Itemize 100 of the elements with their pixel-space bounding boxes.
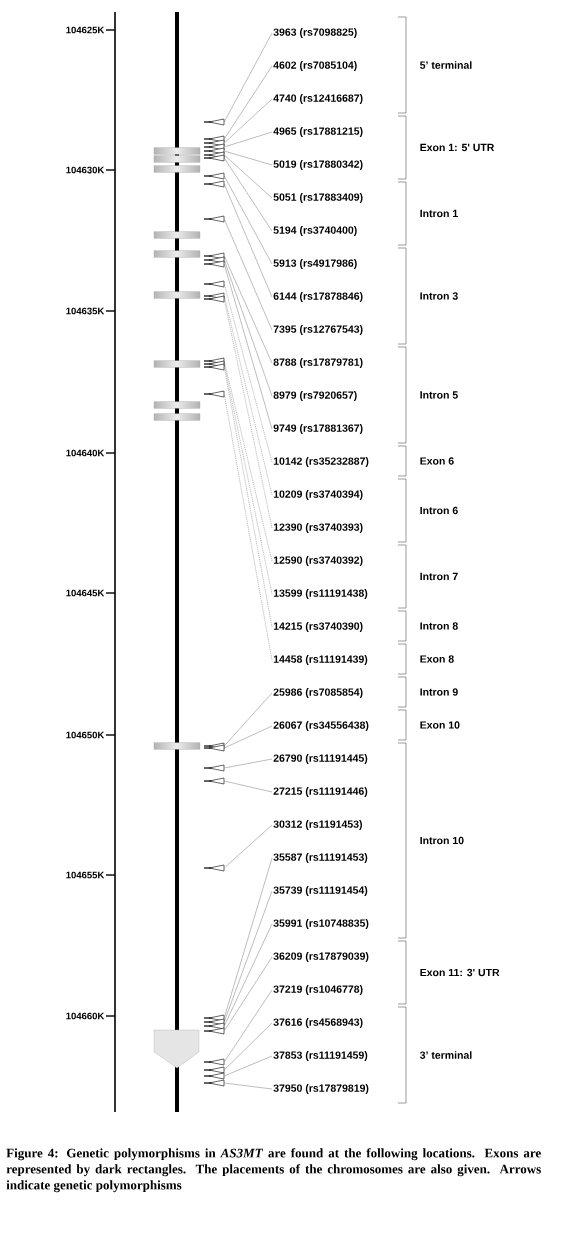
region-label: Intron 7 [420,572,458,581]
leader-line [224,295,273,496]
axis-label: 104630K [66,166,105,174]
polymorphism-arrow [203,215,225,223]
leader-line [224,154,273,199]
leader-line [224,283,273,463]
snp-label: 5019 (rs17880342) [273,160,363,170]
leader-line [224,175,273,265]
snp-label: 37616 (rs4568943) [273,1018,363,1028]
polymorphism-arrow [203,260,225,268]
snp-label: 27215 (rs11191446) [273,787,368,797]
region-label: Exon 8 [420,655,454,663]
polymorphism-arrow [203,777,225,785]
snp-label: 5913 (rs4917986) [273,259,357,269]
snp-label: 7395 (rs12767543) [273,325,363,335]
snp-label: 14215 (rs3740390) [273,622,363,632]
axis-label: 104635K [66,307,105,315]
polymorphism-arrow [203,1066,225,1074]
snp-label: 5051 (rs17883409) [273,193,363,203]
snp-label: 10209 (rs3740394) [273,490,363,500]
axis-label: 104625K [66,26,105,34]
leader-line [224,824,273,869]
leader-line [224,98,273,144]
polymorphism-arrow [203,252,225,260]
snp-label: 5194 (rs3740400) [273,226,357,236]
snp-label: 36209 (rs17879039) [273,952,369,962]
axis-label: 104655K [66,871,105,879]
snp-label: 9749 (rs17881367) [273,424,363,434]
region-label: Intron 9 [420,688,458,696]
leader-line [224,218,273,331]
region-label: Intron 6 [420,506,458,515]
polymorphism-arrow [203,1058,225,1066]
leader-line [224,32,273,123]
leader-line [224,890,273,1023]
polymorphism-arrow [203,180,225,188]
polymorphism-arrow [203,256,225,264]
region-label: 5’ terminal [420,61,472,69]
snp-label: 12390 (rs3740393) [273,523,363,533]
polymorphism-arrow [203,764,225,772]
snp-label: 37219 (rs1046778) [273,985,363,995]
axis-label: 104660K [66,1012,105,1020]
region-label: Intron 8 [420,622,458,630]
leader-line [224,780,273,793]
leader-line [224,758,273,769]
polymorphism-arrow [203,280,225,288]
snp-label: 25986 (rs7085854) [273,688,363,698]
snp-label: 4602 (rs7085104) [273,61,357,71]
snp-label: 14458 (rs11191439) [273,655,368,665]
figure-caption: Figure 4: Genetic polymorphisms in AS3MT are found at the following locations. Exons are represented by dark rectangles. The placements of the chromosomes are also given. Arrows indicate genetic polymorphisms [6,1148,541,1193]
axis-label: 104645K [66,589,105,597]
polymorphism-arrow [203,1018,225,1026]
snp-label: 37853 (rs11191459) [273,1051,368,1061]
leader-line [224,183,273,298]
leader-line [224,255,273,364]
polymorphism-arrow [203,172,225,180]
leader-line [224,692,273,747]
polymorphism-arrow [203,1072,225,1080]
leader-line [224,1055,273,1077]
leader-line [224,923,273,1027]
polymorphism-arrow [203,295,225,303]
snp-label: 13599 (rs11191438) [273,589,368,599]
leader-line [224,150,273,166]
snp-label: 35991 (rs10748835) [273,919,369,929]
leader-line [224,956,273,1032]
leader-line [224,263,273,430]
snp-label: 35739 (rs11191454) [273,886,368,896]
leader-line [224,989,273,1063]
polymorphism-arrow [203,1027,225,1035]
leader-line [224,360,273,562]
snp-label: 6144 (rs17878846) [273,292,363,302]
snp-label: 10142 (rs35232887) [273,457,369,467]
region-label: Exon 1: 5' UTR [420,143,495,152]
polymorphism-arrow [203,143,225,151]
region-label: Intron 3 [420,292,458,300]
region-label: Exon 6 [420,457,454,465]
polymorphism-arrow [203,390,225,398]
polymorphism-arrow [203,864,225,872]
region-label: Intron 1 [420,209,458,218]
polymorphism-arrow [203,118,225,126]
axis-label: 104640K [66,449,105,457]
region-label: Intron 5 [420,391,458,399]
snp-label: 4965 (rs17881215) [273,127,363,137]
leader-line [224,857,273,1019]
snp-label: 26067 (rs34556438) [273,721,369,731]
polymorphism-arrow [203,1079,225,1087]
snp-label: 30312 (rs1191453) [273,820,362,830]
snp-label: 26790 (rs11191445) [273,754,368,764]
polymorphism-arrow [203,1022,225,1030]
leader-line [224,131,273,148]
polymorphism-arrow [203,147,225,155]
snp-label: 37950 (rs17879819) [273,1084,369,1094]
leader-line [224,1022,273,1071]
snp-label: 12590 (rs3740392) [273,556,363,566]
region-label: Exon 11: 3' UTR [420,968,500,977]
leader-line [224,157,273,232]
leader-line [224,393,273,661]
axis-label: 104650K [66,731,105,739]
region-label: Exon 10 [420,721,460,729]
snp-label: 35587 (rs11191453) [273,853,368,863]
snp-label: 3963 (rs7098825) [273,28,357,38]
